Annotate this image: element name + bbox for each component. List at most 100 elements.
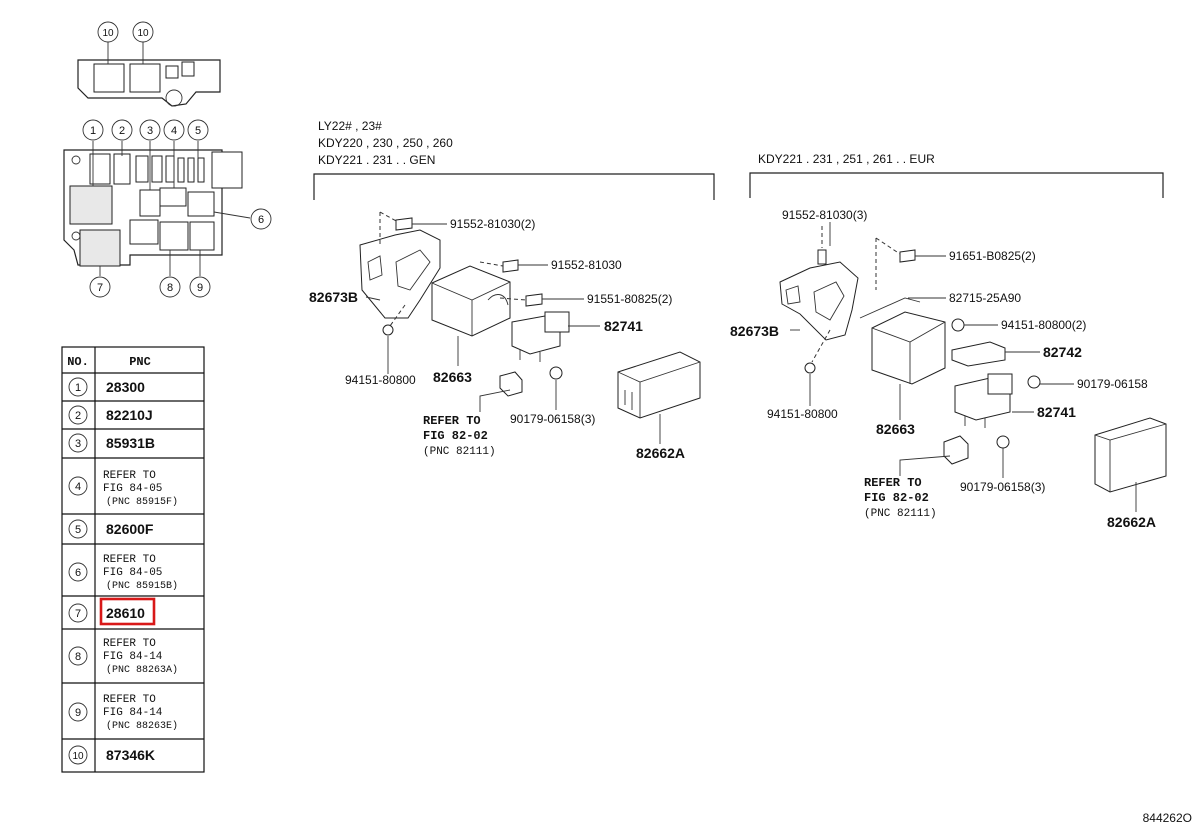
table-row-pnc: 87346K bbox=[106, 747, 155, 763]
bracket-82673b-drawing bbox=[359, 229, 441, 319]
part-label: 90179-06158(3) bbox=[510, 412, 595, 426]
table-header-no: NO. bbox=[67, 355, 89, 369]
callout-label: 2 bbox=[119, 125, 125, 137]
nut-drawing bbox=[804, 362, 816, 374]
table-row-pnc: 82210J bbox=[106, 407, 153, 423]
part-label: 91651-B0825(2) bbox=[949, 249, 1036, 263]
part-label: 82742 bbox=[1043, 344, 1082, 360]
callout-2 bbox=[111, 119, 133, 141]
refer-line: (PNC 82111) bbox=[864, 508, 937, 520]
part-label: 82662A bbox=[636, 445, 685, 461]
refer-line: FIG 82-02 bbox=[864, 491, 929, 505]
box-82663-drawing bbox=[431, 265, 511, 337]
callout-label: 8 bbox=[167, 282, 173, 294]
table-row-number-circle bbox=[68, 433, 88, 453]
callout-label: 6 bbox=[258, 214, 264, 226]
callout-label: 1 bbox=[90, 125, 96, 137]
table-row-refer-line: REFER TO bbox=[103, 554, 156, 566]
part-label: 82663 bbox=[433, 369, 472, 385]
table-row-number: 2 bbox=[75, 410, 81, 422]
nut-drawing bbox=[549, 366, 563, 380]
ecu-82662a-drawing bbox=[1094, 417, 1167, 493]
table-row-number: 4 bbox=[75, 481, 81, 493]
relay-82742-drawing bbox=[951, 341, 1006, 367]
table-row-refer-line: (PNC 88263E) bbox=[106, 720, 178, 732]
callout-label: 7 bbox=[97, 282, 103, 294]
callout-label: 9 bbox=[197, 282, 203, 294]
table-row-number-circle bbox=[68, 745, 88, 765]
table-header-pnc: PNC bbox=[129, 355, 151, 369]
applicability-line: LY22# , 23# bbox=[318, 119, 382, 133]
callout-label: 10 bbox=[137, 28, 149, 39]
callout-label: 10 bbox=[102, 28, 114, 39]
table-row-number-circle bbox=[68, 562, 88, 582]
callout-3 bbox=[139, 119, 161, 141]
table-row-number-circle bbox=[68, 476, 88, 496]
callout-6 bbox=[250, 208, 272, 230]
applicability-line: KDY221 . 231 . . GEN bbox=[318, 153, 435, 167]
table-row-number-circle bbox=[68, 377, 88, 397]
table-row-number: 3 bbox=[75, 438, 81, 450]
table-row-number: 8 bbox=[75, 651, 81, 663]
table-row-number: 6 bbox=[75, 567, 81, 579]
fuse-box-main: 1 2 3 4 5 6 7 8 9 bbox=[63, 119, 272, 298]
table-row-number-circle bbox=[68, 603, 88, 623]
table-row-number: 10 bbox=[72, 751, 84, 762]
bolt-drawing bbox=[395, 217, 413, 231]
part-label: 94151-80800(2) bbox=[1001, 318, 1086, 332]
part-label: 82741 bbox=[1037, 404, 1076, 420]
ecu-82662a-drawing bbox=[617, 351, 701, 419]
callout-label: 3 bbox=[147, 125, 153, 137]
bracket-line bbox=[313, 173, 715, 200]
table-row-refer-line: REFER TO bbox=[103, 694, 156, 706]
table-row-number: 9 bbox=[75, 707, 81, 719]
figure-id: 844262O bbox=[1143, 811, 1192, 825]
table-row-pnc: 28610 bbox=[106, 605, 145, 621]
callout-10a bbox=[97, 21, 119, 43]
table-row-number-circle bbox=[68, 702, 88, 722]
table-row-refer-line: FIG 84-05 bbox=[103, 567, 162, 579]
part-label: 82741 bbox=[604, 318, 643, 334]
callout-1 bbox=[82, 119, 104, 141]
callout-5 bbox=[187, 119, 209, 141]
callout-9 bbox=[189, 276, 211, 298]
callout-7 bbox=[89, 276, 111, 298]
table-row-number: 1 bbox=[75, 382, 81, 394]
part-label: 82715-25A90 bbox=[949, 291, 1021, 305]
callout-label: 4 bbox=[171, 125, 177, 137]
fuse-box-small: 10 10 bbox=[77, 21, 221, 107]
table-row-refer-line: FIG 84-14 bbox=[103, 707, 163, 719]
part-label: 82662A bbox=[1107, 514, 1156, 530]
part-label: 91552-81030 bbox=[551, 258, 622, 272]
table-row-number-circle bbox=[68, 646, 88, 666]
pnc-table: NO. PNC 1 28300 2 82210J 3 85931B 4 REFE… bbox=[61, 346, 205, 773]
table-row-refer-line: (PNC 85915B) bbox=[106, 580, 178, 592]
table-row-number-circle bbox=[68, 519, 88, 539]
part-label: 94151-80800 bbox=[767, 407, 838, 421]
table-row-pnc: 85931B bbox=[106, 435, 155, 451]
bracket-82673b-drawing bbox=[779, 261, 859, 341]
right-assembly: KDY221 . 231 , 251 , 261 . . EUR bbox=[730, 152, 1167, 530]
applicability-line: KDY221 . 231 , 251 , 261 . . EUR bbox=[758, 152, 935, 166]
refer-line: (PNC 82111) bbox=[423, 446, 496, 458]
bolt-drawing bbox=[525, 293, 543, 307]
part-label: 82663 bbox=[876, 421, 915, 437]
bolt-drawing bbox=[899, 249, 916, 263]
applicability-line: KDY220 , 230 , 250 , 260 bbox=[318, 136, 453, 150]
table-row-number-circle bbox=[68, 405, 88, 425]
table-row-refer-line: (PNC 88263A) bbox=[106, 664, 178, 676]
callout-4 bbox=[163, 119, 185, 141]
bolt-drawing bbox=[502, 259, 519, 273]
part-label: 91552-81030(3) bbox=[782, 208, 867, 222]
refer-line: REFER TO bbox=[864, 476, 922, 490]
part-label: 82673B bbox=[730, 323, 779, 339]
callout-label: 5 bbox=[195, 125, 201, 137]
nut-drawing bbox=[1027, 375, 1041, 389]
table-row-pnc: 82600F bbox=[106, 521, 154, 537]
table-row-refer-line: REFER TO bbox=[103, 470, 156, 482]
bolt-drawing bbox=[817, 249, 827, 265]
refer-line: REFER TO bbox=[423, 414, 481, 428]
table-row-refer-line: REFER TO bbox=[103, 638, 156, 650]
part-label: 91552-81030(2) bbox=[450, 217, 535, 231]
